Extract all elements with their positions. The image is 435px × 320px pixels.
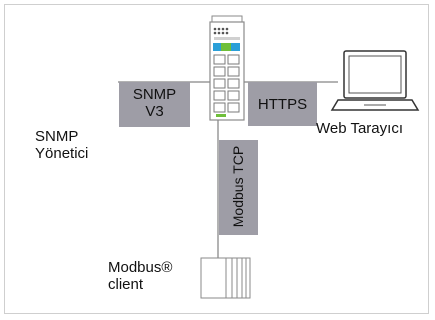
snmp-protocol-box: [119, 82, 190, 127]
snmp-protocol-label-line2: V3: [145, 103, 164, 120]
modbus-client-label-line1: Modbus®: [108, 259, 173, 276]
modbus-tcp-protocol-box: [219, 140, 258, 235]
snmp-protocol-label: SNMP V3: [119, 86, 190, 120]
laptop-icon: [330, 50, 420, 111]
snmp-protocol-label-line1: SNMP: [132, 86, 177, 103]
modbus-client-device-icon: [200, 257, 251, 299]
snmp-manager-label-line1: SNMP: [35, 128, 79, 145]
industrial-switch-icon: [209, 15, 245, 121]
modbus-client-label-line2: client: [108, 276, 144, 293]
modbus-client-label: Modbus® client: [108, 259, 172, 293]
https-protocol-label: HTTPS: [257, 96, 308, 113]
https-protocol-box: [248, 82, 317, 126]
web-browser-label: Web Tarayıcı: [316, 120, 403, 137]
snmp-manager-label: SNMP Yönetici: [35, 128, 88, 162]
modbus-tcp-protocol-label: Modbus TCP: [230, 145, 246, 228]
snmp-manager-label-line2: Yönetici: [35, 145, 89, 162]
